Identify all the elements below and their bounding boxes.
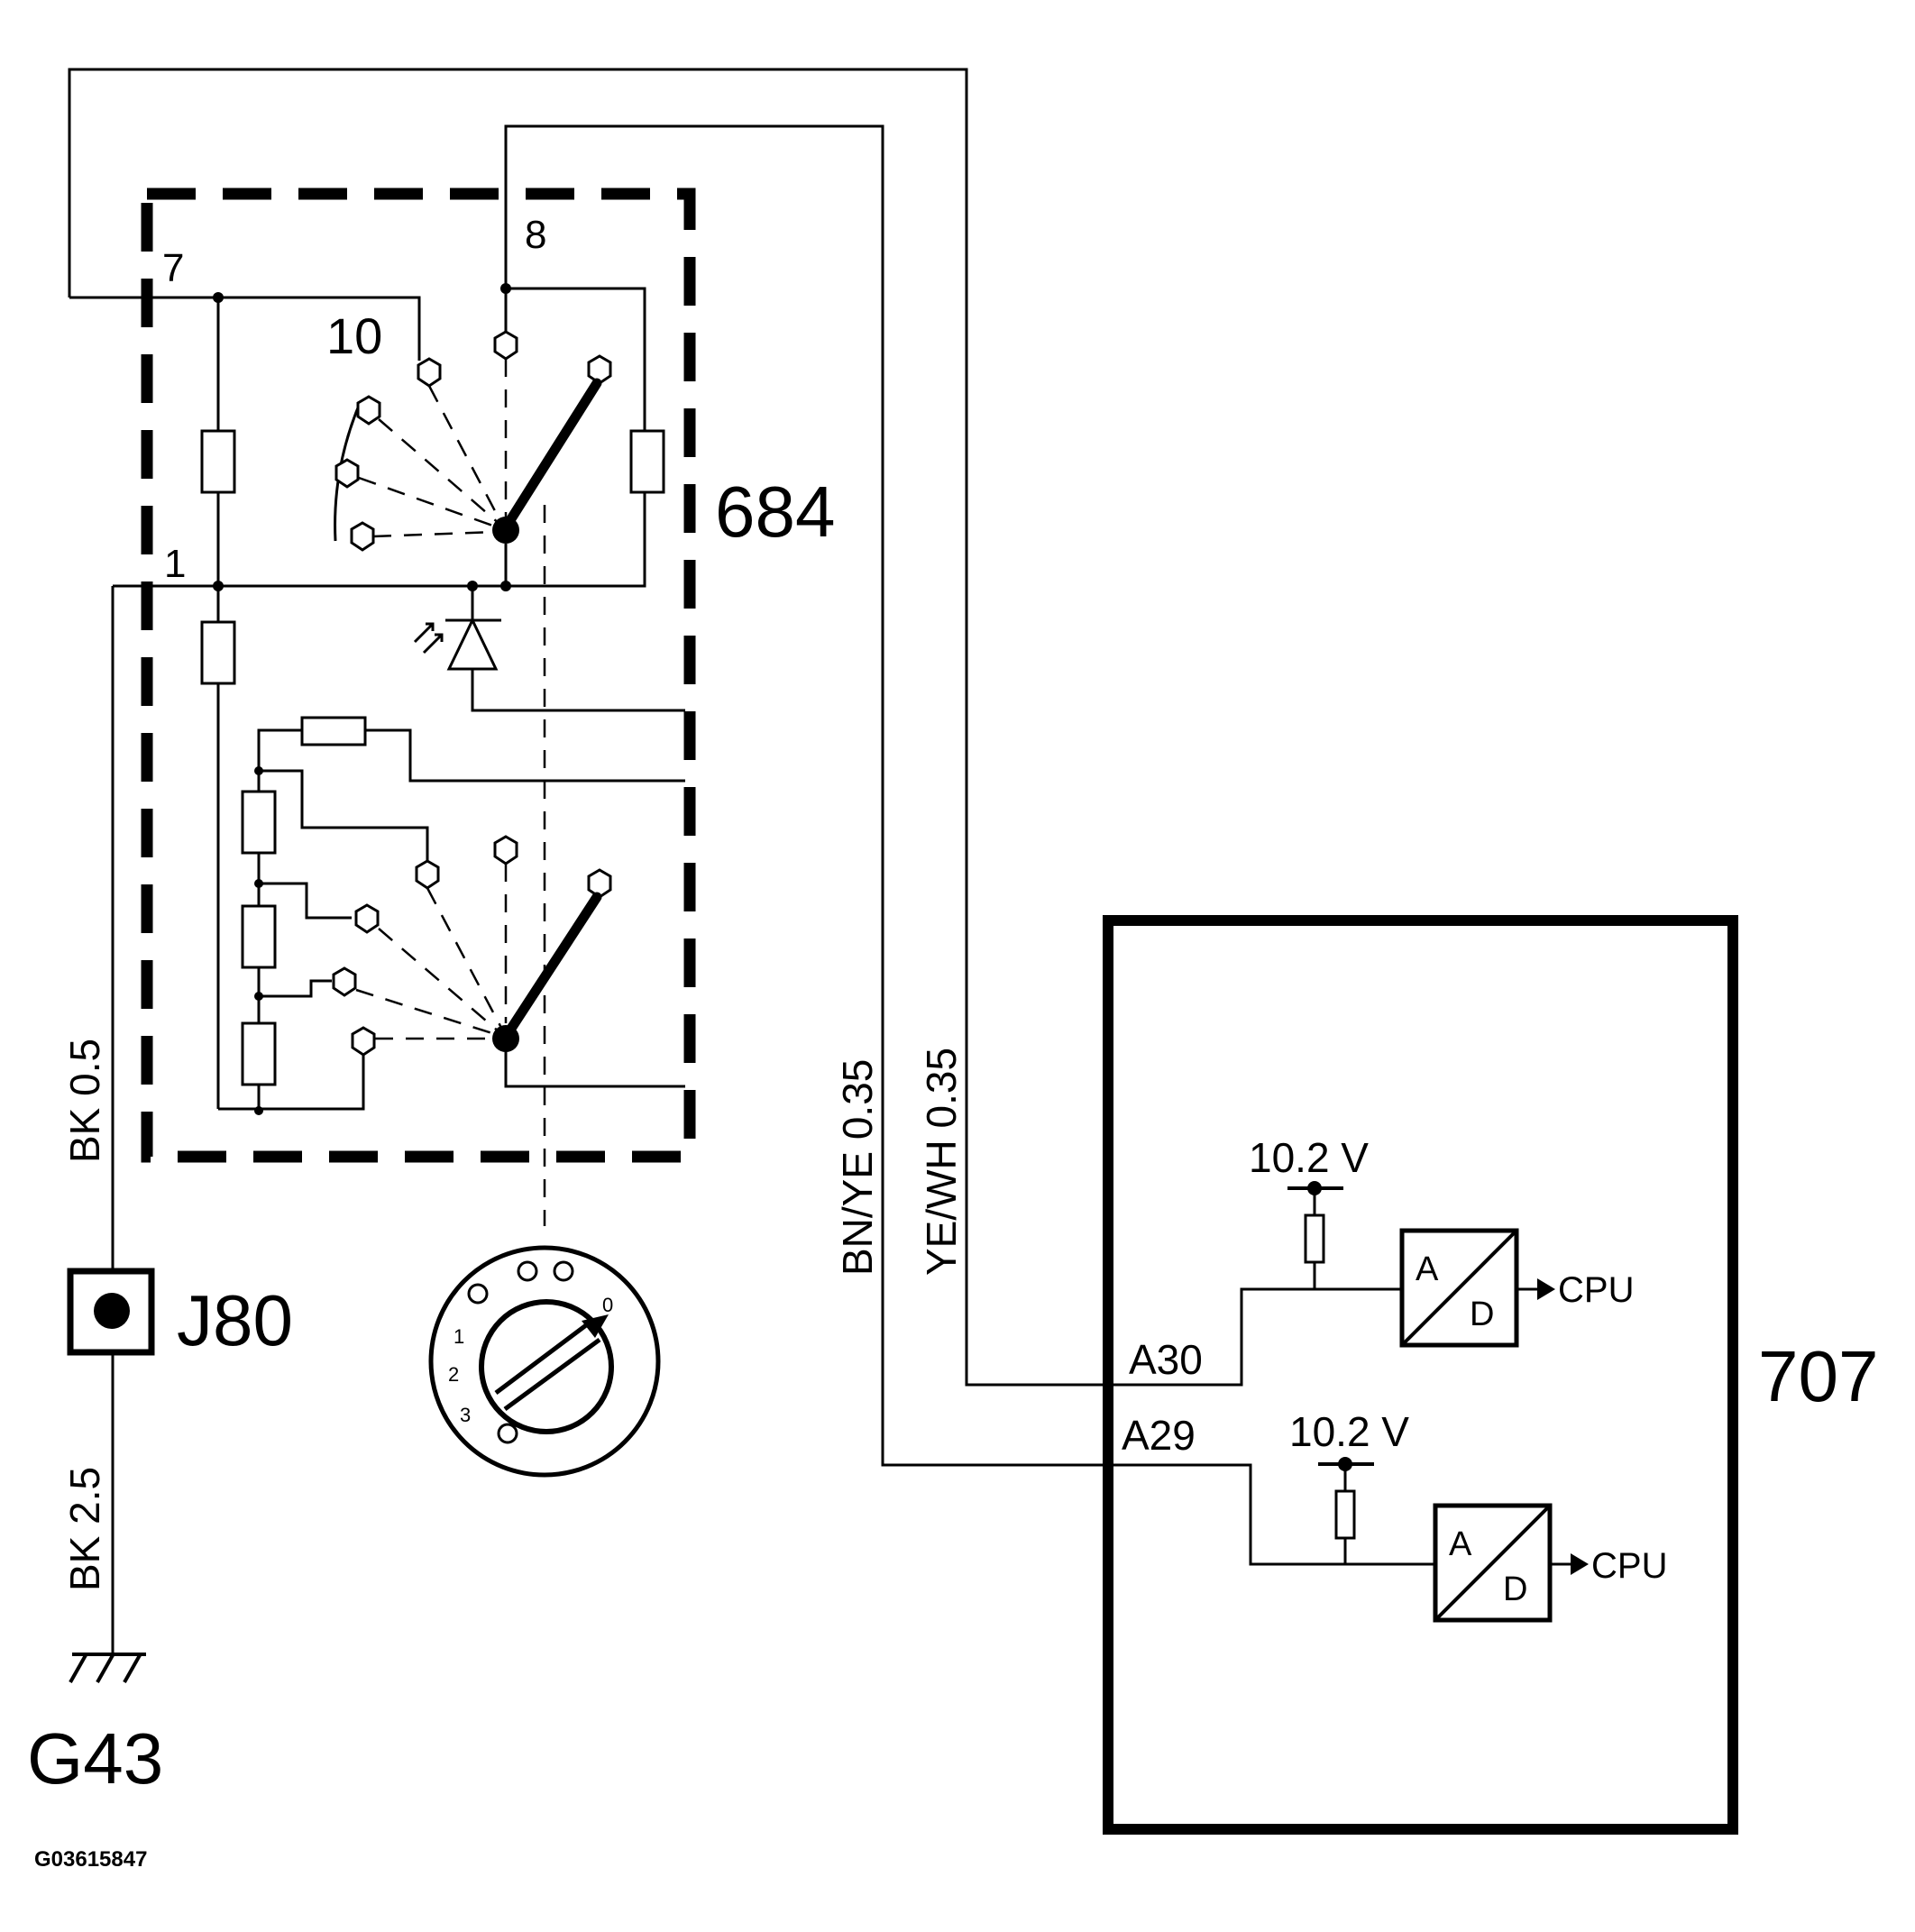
adc-d-label: D [1470, 1296, 1494, 1333]
resistor-icon [629, 429, 665, 494]
headlamp-icon [467, 1260, 574, 1444]
resistor-icon [241, 904, 277, 969]
ground-g43-label: G43 [27, 1718, 163, 1799]
control-module-707: 707 A30 10.2 V A D CPU A29 10.2 V A [1103, 915, 1878, 1835]
adc-icon: A D [1399, 1228, 1519, 1348]
ref-voltage-bottom-label: 10.2 V [1289, 1408, 1409, 1455]
external-wires [68, 68, 1113, 1654]
ground-icon [69, 1653, 146, 1683]
figure-id-label: G03615847 [34, 1847, 147, 1872]
adc-a-label: A [1449, 1525, 1472, 1563]
wire-label-bk-05: BK 0.5 [61, 1039, 108, 1163]
dial-position-0: 0 [602, 1294, 613, 1316]
adc-d-label: D [1503, 1570, 1527, 1608]
pin-1-label: 1 [164, 542, 186, 586]
resistor-icon [1304, 1213, 1325, 1264]
resistor-icon [300, 716, 367, 746]
pin-8-label: 8 [525, 213, 546, 257]
resistor-icon [241, 1021, 277, 1086]
pin-7-label: 7 [162, 246, 184, 290]
cpu-bottom-label: CPU [1591, 1546, 1667, 1586]
dimmer-ladder [218, 716, 685, 1115]
resistor-icon [200, 429, 236, 494]
ref-voltage-top-label: 10.2 V [1249, 1134, 1369, 1181]
pin-10-label: 10 [326, 307, 382, 364]
cpu-top-label: CPU [1558, 1270, 1634, 1310]
pin-a29-label: A29 [1122, 1412, 1196, 1459]
component-707-label: 707 [1758, 1336, 1878, 1416]
rotary-switch-icon[interactable]: 0 1 2 3 [428, 1245, 661, 1478]
wire-label-bnye-035: BN/YE 0.35 [834, 1059, 881, 1276]
component-684-label: 684 [715, 472, 835, 552]
pin-a30-label: A30 [1129, 1336, 1203, 1383]
dial-position-2: 2 [448, 1363, 459, 1386]
connector-j80: J80 [67, 1268, 293, 1360]
resistor-icon [200, 620, 236, 685]
led-icon [413, 586, 685, 712]
connector-j80-label: J80 [177, 1280, 293, 1360]
dial-position-3: 3 [460, 1404, 471, 1426]
switch-684: 7 8 10 1 684 [69, 188, 835, 1226]
wire-label-yewh-035: YE/WH 0.35 [918, 1048, 965, 1276]
resistor-icon [241, 790, 277, 855]
wire-label-bk-25: BK 2.5 [61, 1467, 108, 1591]
dial-position-1: 1 [454, 1325, 464, 1348]
upper-rotary-switch [334, 288, 612, 586]
adc-a-label: A [1416, 1250, 1439, 1288]
adc-icon: A D [1433, 1503, 1553, 1623]
resistor-icon [1334, 1489, 1356, 1540]
